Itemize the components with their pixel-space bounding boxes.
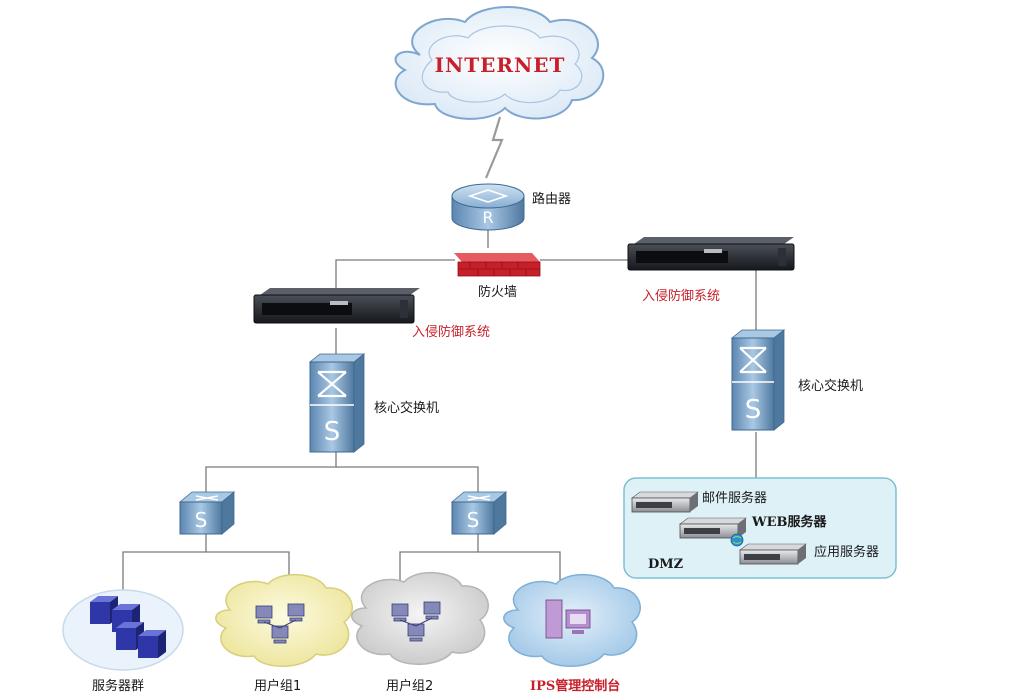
app-server-label: 应用服务器 (814, 544, 879, 560)
access-left-groups-link (122, 532, 207, 590)
computer-icon (255, 603, 305, 644)
ips-right-label: 入侵防御系统 (642, 288, 720, 304)
mail-server-label: 邮件服务器 (702, 490, 767, 506)
ips-right-appliance: 入侵防御系统 (627, 237, 795, 304)
access-switch-right: S (450, 491, 508, 535)
mail-server-icon (631, 491, 699, 513)
ips-left-appliance: 入侵防御系统 (253, 288, 490, 340)
dmz-zone: 邮件服务器 WEB服务器 应用服务器 DMZ (623, 477, 897, 579)
access-switch-left-glyph: S (195, 508, 208, 532)
access-right-groups-link-2 (478, 551, 561, 590)
user-group-2: 用户组2 (351, 571, 489, 694)
core-switch-left-glyph: S (324, 417, 341, 447)
web-server-label: WEB服务器 (751, 514, 827, 530)
core-access-link (205, 452, 337, 495)
firewall: 防火墙 (454, 253, 541, 300)
internet-cloud: INTERNET (394, 6, 605, 120)
router: R 路由器 (451, 183, 571, 231)
router-label: 路由器 (532, 191, 571, 207)
core-switch-right-glyph: S (745, 395, 762, 425)
user-group-1-label: 用户组1 (254, 678, 301, 694)
ips-left-label: 入侵防御系统 (412, 324, 490, 340)
core-switch-right-label: 核心交换机 (798, 378, 863, 394)
user-group-2-label: 用户组2 (386, 678, 433, 694)
dmz-label: DMZ (648, 557, 684, 572)
core-switch-left: S 核心交换机 (308, 353, 439, 453)
core-access-link-2 (336, 466, 479, 495)
server-farm-label: 服务器群 (92, 678, 144, 694)
core-switch-left-label: 核心交换机 (374, 400, 439, 416)
server-farm-group: 服务器群 (62, 589, 184, 694)
server-rack-icon (90, 596, 166, 658)
internet-label: INTERNET (435, 53, 566, 77)
ips-console-label: IPS管理控制台 (530, 678, 620, 694)
web-server-icon (679, 517, 747, 547)
ips-console-group: IPS管理控制台 (503, 573, 641, 694)
access-right-groups-link (399, 532, 479, 590)
user-group-1: 用户组1 (215, 573, 353, 694)
links (122, 116, 757, 590)
wan-link (484, 116, 504, 179)
firewall-ips-left-link (335, 259, 455, 290)
router-glyph: R (482, 208, 493, 227)
access-switch-right-glyph: S (467, 508, 480, 532)
core-switch-right: S 核心交换机 (730, 329, 863, 431)
computer-icon (391, 601, 441, 642)
access-switch-left: S (178, 491, 236, 535)
app-server-icon (739, 543, 807, 565)
firewall-label: 防火墙 (478, 284, 517, 300)
computer-icon (545, 599, 591, 639)
